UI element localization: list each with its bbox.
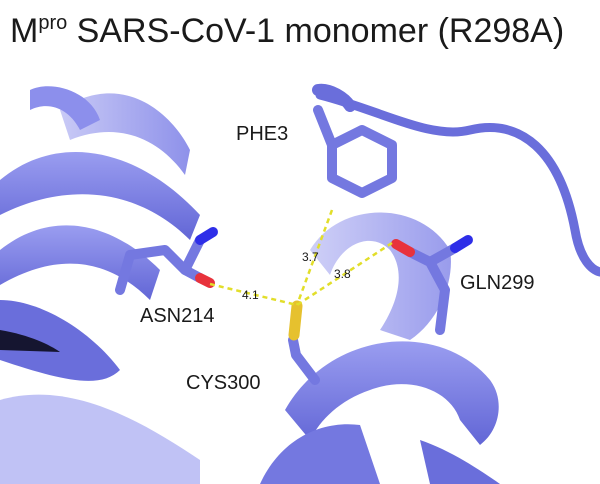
title-superscript: pro bbox=[38, 12, 68, 34]
residue-label-gln299: GLN299 bbox=[460, 272, 535, 294]
contact-cys-asn bbox=[209, 282, 298, 307]
contact-cys-phe bbox=[295, 209, 334, 306]
title-rest: SARS-CoV-1 monomer (R298A) bbox=[67, 12, 565, 50]
residue-label-cys300: CYS300 bbox=[186, 372, 261, 394]
contact-cys-gln bbox=[296, 241, 393, 307]
top-right-loop bbox=[312, 83, 600, 277]
gln299-sidechain bbox=[391, 235, 473, 335]
right-helix bbox=[260, 212, 500, 484]
distance-cys-phe: 3.7 bbox=[302, 250, 319, 264]
distance-cys-gln: 3.8 bbox=[334, 267, 351, 281]
cys300-sidechain bbox=[288, 300, 320, 385]
phe3-sidechain bbox=[313, 105, 397, 198]
contact-lines bbox=[209, 209, 393, 307]
residue-label-asn214: ASN214 bbox=[140, 305, 215, 327]
distance-cys-asn: 4.1 bbox=[242, 288, 259, 302]
residue-label-phe3: PHE3 bbox=[236, 123, 288, 145]
left-helix bbox=[0, 86, 200, 484]
asn214-sidechain bbox=[115, 227, 218, 295]
figure-title: Mpro SARS-CoV-1 monomer (R298A) bbox=[10, 2, 564, 52]
title-prefix: M bbox=[10, 12, 39, 50]
